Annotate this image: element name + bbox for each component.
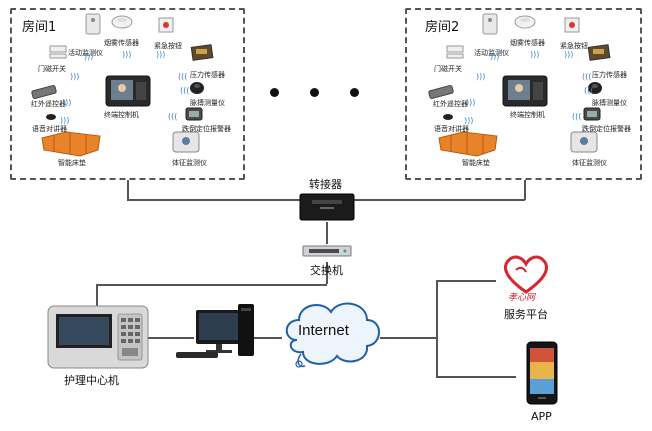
label-ir: 红外遥控器 xyxy=(31,100,66,108)
wifi-icon: ))) xyxy=(70,72,80,81)
emergency-button-icon xyxy=(158,17,174,33)
room-2-devices xyxy=(428,13,611,157)
wifi-icon: ))) xyxy=(60,116,70,125)
label-smoke: 烟雾传感器 xyxy=(510,39,545,47)
wifi-icon: ))) xyxy=(466,98,476,107)
label-pulse: 脉搏测量仪 xyxy=(190,99,225,107)
label-vital: 体征监测仪 xyxy=(172,159,207,167)
wifi-icon: ))) xyxy=(490,52,500,61)
door-switch-icon xyxy=(49,45,67,59)
smart-mattress-icon xyxy=(41,131,101,157)
smoke-sensor-icon xyxy=(514,15,536,29)
wifi-icon: ))) xyxy=(122,50,132,59)
label-voice: 语音对讲器 xyxy=(32,125,67,133)
internet-cloud-icon xyxy=(285,302,380,368)
wifi-icon: ))) xyxy=(84,52,94,61)
wifi-icon: ((( xyxy=(584,86,594,95)
terminal-control-icon xyxy=(105,75,151,107)
label-activity: 活动监测仪 xyxy=(474,49,509,57)
label-ir: 红外遥控器 xyxy=(433,100,468,108)
label-vital: 体征监测仪 xyxy=(572,159,607,167)
vital-monitor-icon xyxy=(570,131,598,153)
label-fall: 跌倒定位报警器 xyxy=(182,125,231,133)
label-emergency: 紧急按钮 xyxy=(560,42,588,50)
wifi-icon: ((( xyxy=(168,112,178,121)
room-2-box: 房间2 xyxy=(405,8,642,180)
label-door: 门磁开关 xyxy=(38,65,66,73)
pressure-sensor-icon xyxy=(587,44,611,61)
adapter-icon xyxy=(299,193,355,221)
vital-monitor-icon xyxy=(172,131,200,153)
terminal-control-icon xyxy=(502,75,548,107)
wifi-icon: ))) xyxy=(476,72,486,81)
fall-alarm-icon xyxy=(583,107,601,121)
desktop-computer-icon xyxy=(176,304,254,358)
heart-logo-icon xyxy=(503,255,549,294)
label-terminal: 终端控制机 xyxy=(510,111,545,119)
ir-remote-icon xyxy=(428,84,454,100)
nursing-center-label: 护理中心机 xyxy=(64,374,119,387)
platform-logo-text: 孝心网 xyxy=(508,293,536,303)
pressure-sensor-icon xyxy=(190,44,214,61)
emergency-button-icon xyxy=(564,17,580,33)
nursing-center-icon xyxy=(47,305,149,369)
internet-label: Internet xyxy=(298,322,349,339)
label-bed: 智能床垫 xyxy=(58,159,86,167)
label-door: 门磁开关 xyxy=(434,65,462,73)
voice-intercom-icon xyxy=(443,114,453,120)
label-voice: 语音对讲器 xyxy=(434,125,469,133)
pulse-meter-icon xyxy=(190,82,204,94)
label-pressure: 压力传感器 xyxy=(592,71,627,79)
smoke-sensor-icon xyxy=(111,15,133,29)
label-pulse: 脉搏测量仪 xyxy=(592,99,627,107)
wifi-icon: ((( xyxy=(178,72,188,81)
fall-alarm-icon xyxy=(185,107,203,121)
label-activity: 活动监测仪 xyxy=(68,49,103,57)
wifi-icon: ))) xyxy=(530,50,540,59)
platform-label: 服务平台 xyxy=(504,308,548,321)
label-fall: 跌倒定位报警器 xyxy=(582,125,631,133)
room-title: 房间2 xyxy=(425,20,460,35)
switch-icon xyxy=(302,245,352,257)
room-title: 房间1 xyxy=(22,20,57,35)
wifi-icon: ))) xyxy=(156,50,166,59)
label-terminal: 终端控制机 xyxy=(104,111,139,119)
pulse-meter-icon xyxy=(588,82,602,94)
ir-remote-icon xyxy=(31,84,57,100)
wifi-icon: ))) xyxy=(464,116,474,125)
label-pressure: 压力传感器 xyxy=(190,71,225,79)
wifi-icon: ))) xyxy=(564,50,574,59)
switch-label: 交换机 xyxy=(310,264,343,277)
adapter-label: 转接器 xyxy=(309,178,342,191)
wifi-icon: ))) xyxy=(62,98,72,107)
wifi-icon: ((( xyxy=(572,112,582,121)
room-1-devices xyxy=(31,13,214,157)
wifi-icon: ((( xyxy=(180,86,190,95)
smart-mattress-icon xyxy=(438,131,498,157)
activity-sensor-icon xyxy=(85,13,101,35)
room-1-box: 房间1 xyxy=(10,8,245,180)
label-bed: 智能床垫 xyxy=(462,159,490,167)
app-label: APP xyxy=(531,410,552,423)
label-emergency: 紧急按钮 xyxy=(154,42,182,50)
voice-intercom-icon xyxy=(46,114,56,120)
door-switch-icon xyxy=(446,45,464,59)
phone-icon xyxy=(526,341,558,405)
activity-sensor-icon xyxy=(482,13,498,35)
label-smoke: 烟雾传感器 xyxy=(104,39,139,47)
wifi-icon: ((( xyxy=(582,72,592,81)
